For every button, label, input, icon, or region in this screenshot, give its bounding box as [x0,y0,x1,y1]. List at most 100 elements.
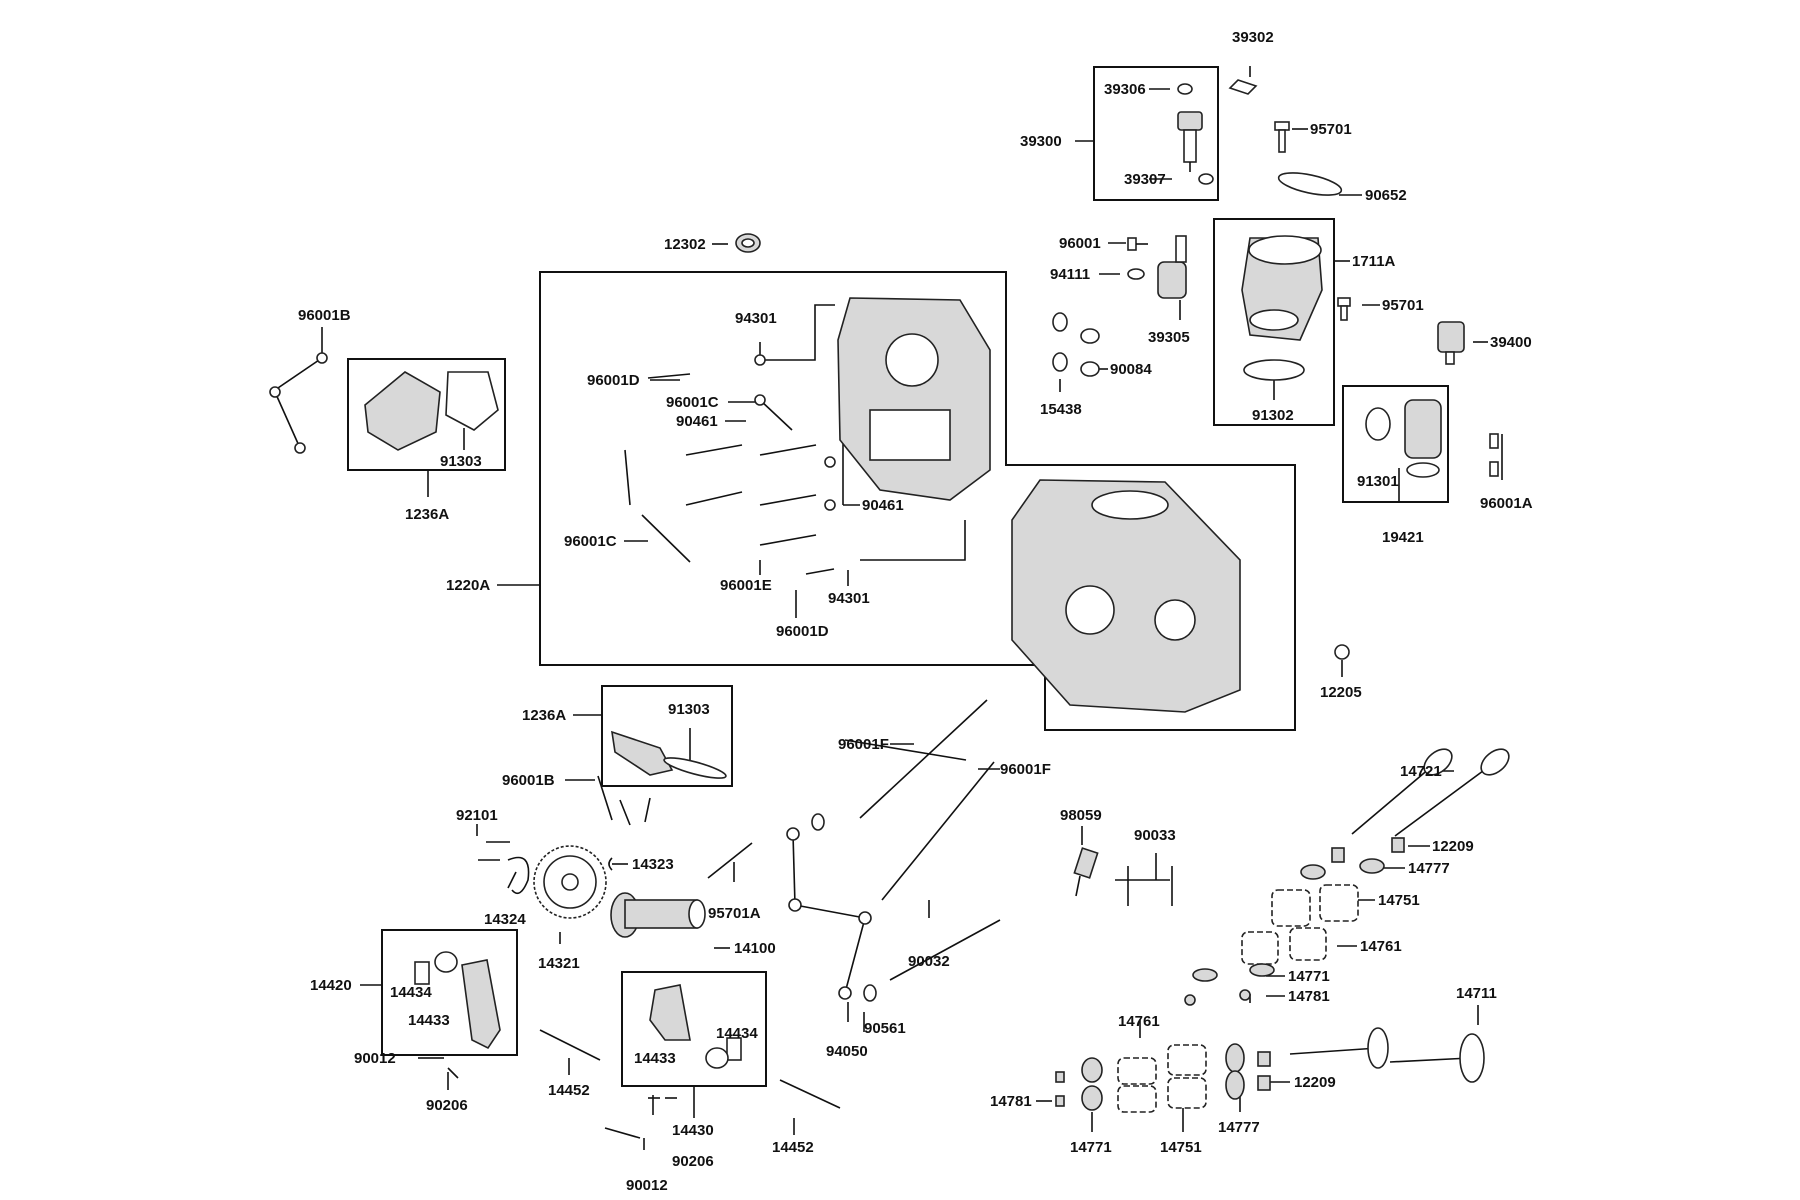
assembly-box-1220A [539,271,1296,731]
head-cover-part [837,297,991,501]
label-94111: 94111 [1050,266,1090,283]
label-15438: 15438 [1040,401,1082,418]
sprocket-14321 [533,845,607,919]
label-90206-a: 90206 [426,1097,468,1114]
label-96001F-a: 96001F [838,736,889,753]
oring-39307 [1198,173,1214,185]
label-96001F-b: 96001F [1000,761,1051,778]
bolt-95701-top [1274,121,1290,153]
retainer-14777-bot [1225,1043,1245,1100]
assembly-box-1236A-bot [601,685,733,787]
label-96001D-bot: 96001D [776,623,829,640]
seal-12209-bot [1257,1051,1271,1091]
assembly-box-14420 [381,929,518,1056]
seat-14771-top [1192,963,1275,982]
label-14324: 14324 [484,911,526,928]
label-14321: 14321 [538,955,580,972]
bearing-14433-a [434,951,458,973]
label-91303-bot: 91303 [668,701,710,718]
clip-39302 [1228,79,1258,95]
bolt-92101 [478,841,510,861]
label-39305: 39305 [1148,329,1190,346]
label-14711: 14711 [1456,985,1497,1002]
label-39306: 39306 [1104,81,1146,98]
rocker-arm-14430 [649,984,691,1041]
clip-14324 [507,856,530,895]
spring-14761-top [1241,927,1327,965]
keeper-14781-top [1184,989,1251,1006]
shaft-14452-b [779,1079,841,1109]
pushrods-96001F [844,699,1001,981]
plug-12205 [1334,644,1350,660]
label-90032: 90032 [908,953,950,970]
clip-90012-b [604,1127,641,1139]
label-14751-top: 14751 [1378,892,1420,909]
camshaft-14100 [610,892,706,938]
seat-14771-bot [1081,1057,1103,1111]
label-14761-top: 14761 [1360,938,1402,955]
valve-14711 [1289,1027,1485,1083]
label-39400: 39400 [1490,334,1532,351]
clamp-90652 [1277,172,1343,196]
part-labels: 39302 39306 39300 95701 39307 90652 1230… [298,29,1533,1194]
label-14433-a: 14433 [408,1012,450,1029]
label-96001B-bot: 96001B [502,772,555,789]
shaft-14434-b [726,1037,742,1061]
bolt-96001 [1127,237,1148,251]
sensor-39400 [1437,321,1465,365]
assembly-box-1236A-top [347,358,506,471]
label-95701-mid: 95701 [1382,297,1424,314]
bolt-95701-mid [1337,297,1351,321]
label-90033: 90033 [1134,827,1176,844]
label-12209-top: 12209 [1432,838,1474,855]
oring-91301 [1365,407,1391,441]
label-14781-top: 14781 [1288,988,1330,1005]
label-90461-right: 90461 [862,497,904,514]
label-1236A-bot: 1236A [522,707,566,724]
shaft-14434-a [414,961,430,985]
label-19421: 19421 [1382,529,1424,546]
label-96001B-top: 96001B [298,307,351,324]
label-94050: 94050 [826,1043,868,1060]
sensor-39305 [1157,235,1187,299]
seal-12302 [735,233,761,253]
leader-lines [321,66,1503,1150]
label-14771-bot: 14771 [1070,1139,1112,1156]
label-14751-bot: 14751 [1160,1139,1202,1156]
bolt-96001A [1489,433,1503,477]
spring-14761-bot [1117,1057,1157,1113]
label-91303-top: 91303 [440,453,482,470]
washer-90084 [1080,328,1100,377]
label-96001A: 96001A [1480,495,1533,512]
label-39300: 39300 [1020,133,1062,150]
bolt-95701A [707,842,753,879]
label-90012-a: 90012 [354,1050,396,1067]
assembly-box-39300 [1093,66,1219,201]
spark-plug-98059 [1073,847,1099,897]
oring-39306 [1177,83,1193,95]
gasket-91303-bot [663,757,727,779]
bearing-14433-b [705,1047,729,1069]
clip-90206-a [447,1067,459,1079]
label-95701-top: 95701 [1310,121,1352,138]
label-96001D-top: 96001D [587,372,640,389]
washer-90561 [811,813,877,1002]
label-96001C-left: 96001C [564,533,617,550]
spring-14751-top [1271,884,1359,927]
cover-1236A-bot [611,730,674,776]
gasket-91303-top [445,371,499,431]
label-91301: 91301 [1357,473,1399,490]
seal-12209-top [1331,837,1405,863]
assembly-box-1711A [1213,218,1335,426]
shaft-14452-a [539,1029,601,1061]
oring-15438 [1052,312,1068,372]
label-90206-b: 90206 [672,1153,714,1170]
label-14323: 14323 [632,856,674,873]
label-14434-a: 14434 [390,984,432,1001]
label-39302: 39302 [1232,29,1274,46]
label-12209-bot: 12209 [1294,1074,1336,1091]
label-92101: 92101 [456,807,498,824]
thermostat-housing-19421 [1404,399,1442,478]
injector-39300 [1177,111,1203,172]
